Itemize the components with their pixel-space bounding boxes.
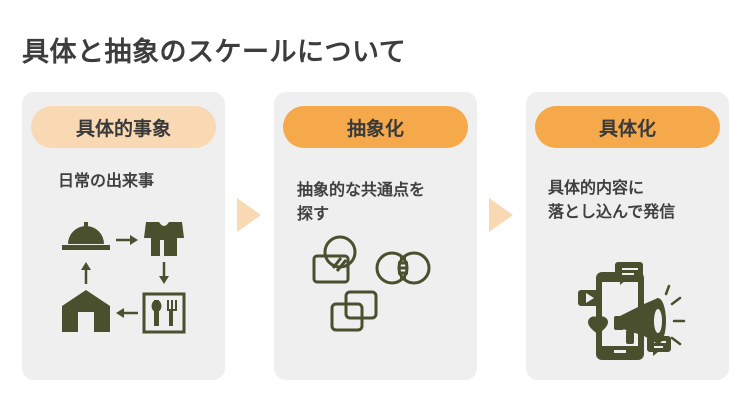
card-description-line: 探す [297, 204, 330, 223]
card-description: 具体的内容に 落とし込んで発信 [548, 176, 718, 224]
card-concretization: 具体化 具体的内容に 落とし込んで発信 [526, 92, 729, 380]
card-description: 抽象的な共通点を 探す [297, 178, 467, 226]
card-label: 抽象化 [283, 106, 468, 148]
card-description: 日常の出来事 [58, 169, 228, 193]
overlapping-squares-icon [330, 290, 378, 332]
square-circle-icon [312, 235, 357, 284]
smartphone-megaphone-icon [578, 262, 686, 360]
megaphone-icon [614, 298, 666, 344]
shirt-icon [144, 222, 184, 256]
daily-life-cycle-icon [62, 222, 186, 334]
overlapping-shapes-icon [312, 235, 431, 332]
arrow-right-icon [489, 198, 513, 232]
card-concrete-events: 具体的事象 日常の出来事 [22, 92, 225, 380]
heart-icon [588, 316, 608, 334]
cycle-arrow-icon [84, 238, 166, 315]
page-title: 具体と抽象のスケールについて [22, 37, 407, 68]
card-label: 具体的事象 [31, 106, 216, 148]
restaurant-icon [142, 292, 186, 334]
card-description-line: 落とし込んで発信 [548, 202, 676, 221]
card-description-line: 抽象的な共通点を [297, 180, 426, 199]
arrow-right-icon [237, 198, 261, 232]
card-abstraction: 抽象化 抽象的な共通点を 探す [274, 92, 477, 380]
venn-circles-icon [375, 251, 431, 285]
card-description-line: 日常の出来事 [58, 171, 155, 190]
card-description-line: 具体的内容に [548, 178, 645, 197]
house-icon [62, 290, 110, 332]
cloche-icon [62, 222, 110, 250]
card-label: 具体化 [535, 106, 720, 148]
